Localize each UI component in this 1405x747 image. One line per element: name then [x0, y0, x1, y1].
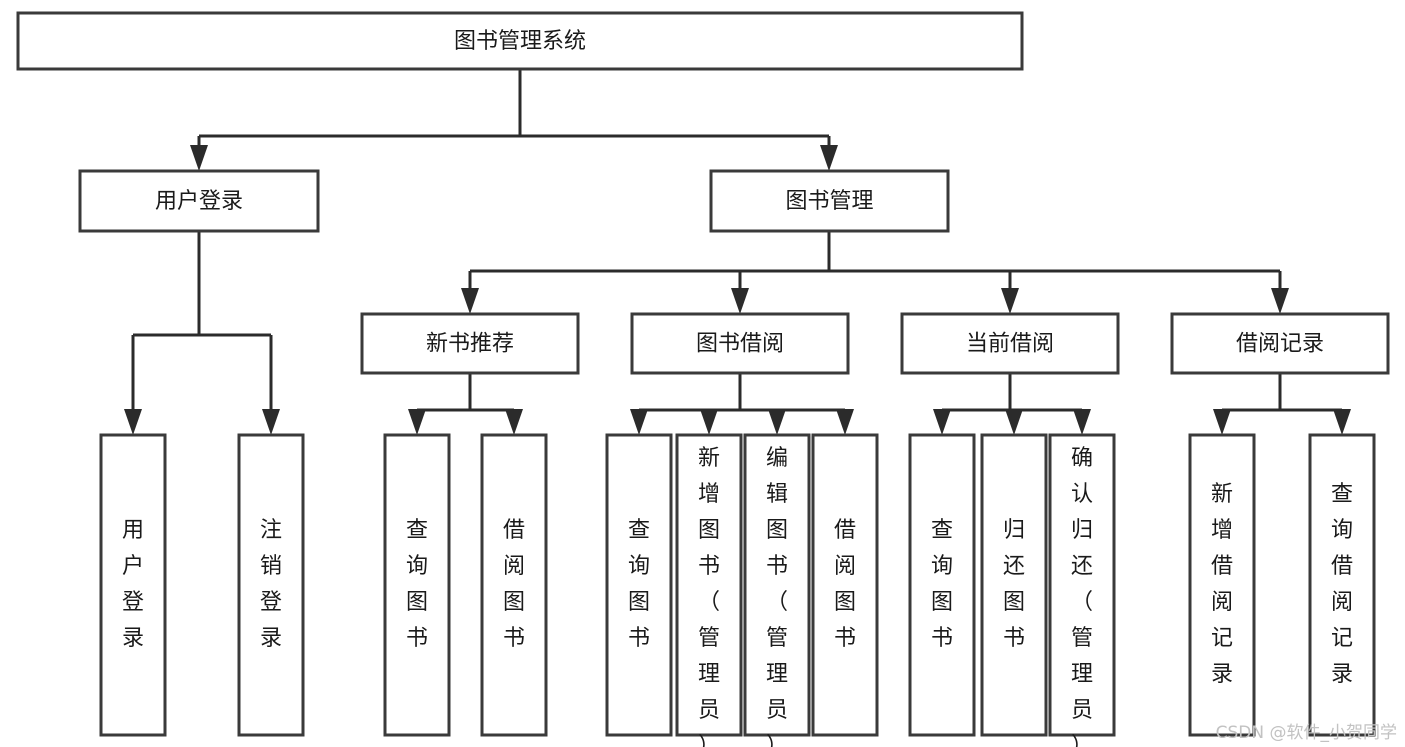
arrowhead-icon [1001, 288, 1019, 314]
level3-box[interactable] [360, 312, 580, 375]
arrowhead-icon [836, 409, 854, 435]
leaf-node[interactable]: 查询图书 [383, 433, 451, 737]
connector-layer [124, 69, 1351, 435]
node-label: 借阅图书 [503, 518, 525, 651]
leaf-box[interactable] [743, 433, 811, 737]
arrowhead-icon [190, 145, 208, 171]
arrowhead-icon [1073, 409, 1091, 435]
level3-node[interactable]: 当前借阅 [900, 312, 1120, 375]
arrowhead-icon [768, 409, 786, 435]
leaf-node[interactable]: 新增借阅记录 [1188, 433, 1256, 737]
arrowhead-icon [1005, 409, 1023, 435]
leaf-node[interactable]: 借阅图书 [811, 433, 879, 737]
node-label: 新增借阅记录 [1211, 482, 1233, 687]
node-label: 归还图书 [1003, 518, 1025, 651]
node-label: 图书管理 [785, 189, 873, 214]
leaf-box[interactable] [1308, 433, 1376, 737]
leaf-node[interactable]: 编辑图书（管理员） [743, 433, 811, 747]
leaf-box[interactable] [675, 433, 743, 737]
node-label: 用户登录 [122, 518, 144, 651]
level3-node[interactable]: 借阅记录 [1170, 312, 1390, 375]
node-label: 编辑图书（管理员） [766, 446, 788, 747]
node-label: 查询借阅记录 [1331, 482, 1353, 687]
node-label: 查询图书 [406, 518, 428, 651]
arrowhead-icon [700, 409, 718, 435]
arrowhead-icon [1213, 409, 1231, 435]
leaf-box[interactable] [811, 433, 879, 737]
arrowhead-icon [1271, 288, 1289, 314]
arrowhead-icon [820, 145, 838, 171]
node-label: 借阅图书 [834, 518, 856, 651]
arrowhead-icon [933, 409, 951, 435]
node-label: 图书管理系统 [454, 29, 586, 54]
leaf-box[interactable] [1048, 433, 1116, 737]
arrowhead-icon [124, 409, 142, 435]
arrowhead-icon [1333, 409, 1351, 435]
level3-box[interactable] [630, 312, 850, 375]
leaf-box[interactable] [383, 433, 451, 737]
root-box[interactable] [16, 11, 1024, 71]
node-label: 查询图书 [931, 518, 953, 651]
node-label: 新书推荐 [426, 332, 514, 357]
node-label: 当前借阅 [966, 332, 1054, 357]
arrowhead-icon [262, 409, 280, 435]
node-label: 用户登录 [155, 189, 243, 214]
level3-node[interactable]: 新书推荐 [360, 312, 580, 375]
arrowhead-icon [731, 288, 749, 314]
leaf-box[interactable] [237, 433, 305, 737]
leaf-box[interactable] [99, 433, 167, 737]
arrowhead-icon [505, 409, 523, 435]
node-label: 查询图书 [628, 518, 650, 651]
root-node[interactable]: 图书管理系统 [16, 11, 1024, 71]
arrowhead-icon [461, 288, 479, 314]
node-label: 确认归还（管理员） [1071, 446, 1093, 747]
leaf-node[interactable]: 查询图书 [605, 433, 673, 737]
leaf-box[interactable] [480, 433, 548, 737]
arrowhead-icon [408, 409, 426, 435]
leaf-node[interactable]: 注销登录 [237, 433, 305, 737]
leaf-node[interactable]: 查询借阅记录 [1308, 433, 1376, 737]
level2-box[interactable] [709, 169, 950, 233]
node-label: 图书借阅 [696, 332, 784, 357]
level3-box[interactable] [1170, 312, 1390, 375]
leaf-node[interactable]: 归还图书 [980, 433, 1048, 737]
leaf-node[interactable]: 确认归还（管理员） [1048, 433, 1116, 747]
leaf-node[interactable]: 新增图书（管理员） [675, 433, 743, 747]
leaf-node[interactable]: 查询图书 [908, 433, 976, 737]
leaf-box[interactable] [605, 433, 673, 737]
level3-box[interactable] [900, 312, 1120, 375]
leaf-node[interactable]: 用户登录 [99, 433, 167, 737]
level2-node[interactable]: 图书管理 [709, 169, 950, 233]
arrowhead-icon [630, 409, 648, 435]
node-label: 借阅记录 [1236, 332, 1324, 357]
leaf-node[interactable]: 借阅图书 [480, 433, 548, 737]
leaf-box[interactable] [1188, 433, 1256, 737]
node-label: 注销登录 [260, 518, 282, 651]
node-layer: 图书管理系统用户登录图书管理新书推荐图书借阅当前借阅借阅记录用户登录注销登录查询… [16, 11, 1390, 747]
node-label: 新增图书（管理员） [698, 446, 720, 747]
level2-node[interactable]: 用户登录 [78, 169, 320, 233]
level2-box[interactable] [78, 169, 320, 233]
level3-node[interactable]: 图书借阅 [630, 312, 850, 375]
leaf-box[interactable] [908, 433, 976, 737]
leaf-box[interactable] [980, 433, 1048, 737]
